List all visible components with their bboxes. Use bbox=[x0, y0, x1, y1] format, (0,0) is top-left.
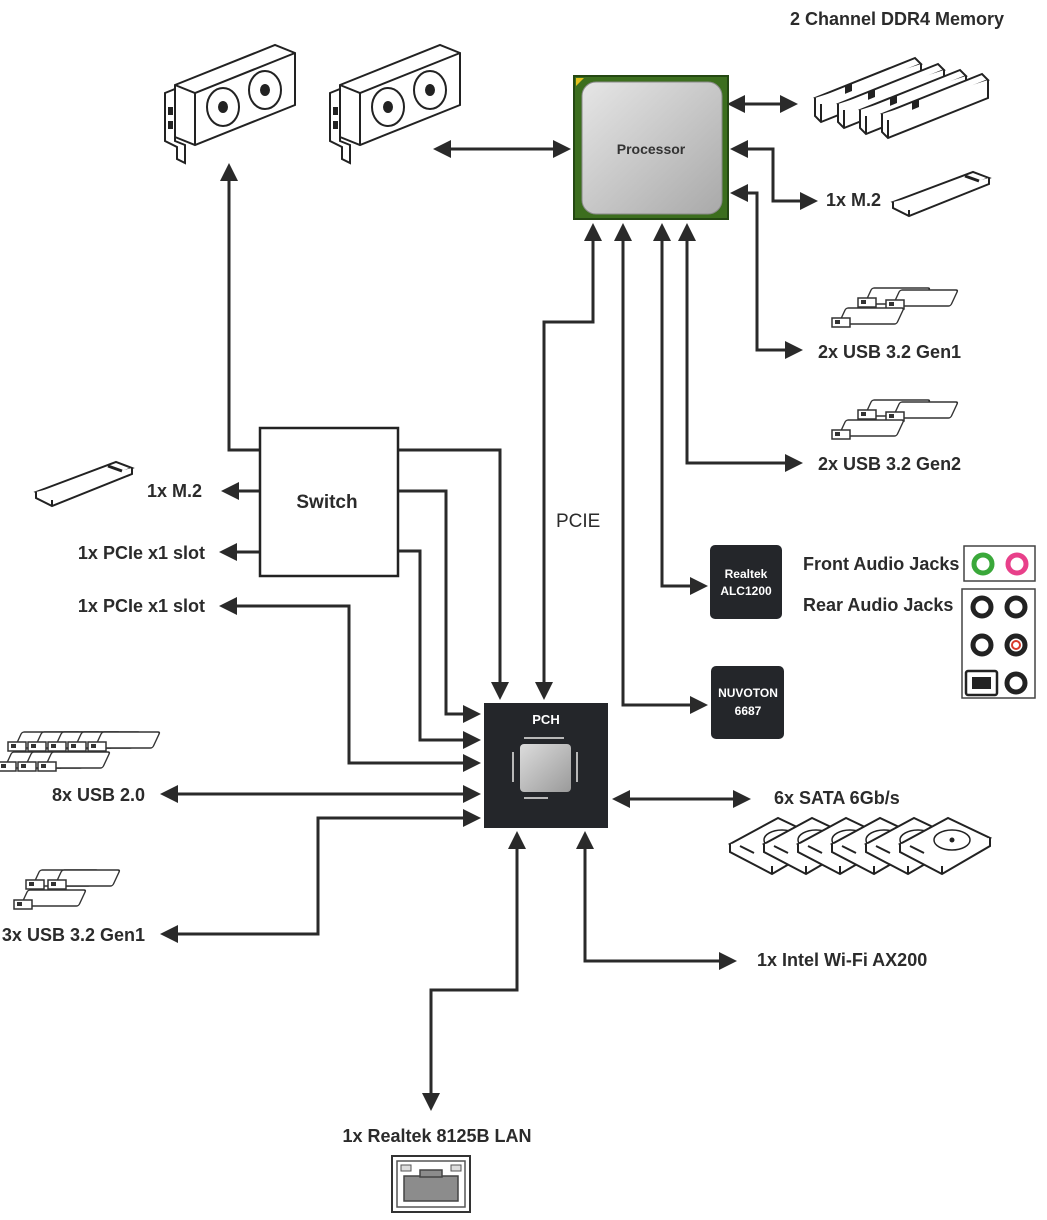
usb-gen1-3x-icon bbox=[13, 869, 121, 910]
lan-link bbox=[422, 831, 526, 1111]
realtek-audio-line1: Realtek bbox=[725, 567, 768, 581]
switch-chip: Switch bbox=[258, 426, 400, 578]
pcie-link bbox=[535, 223, 602, 700]
gpu-card-1-icon bbox=[164, 44, 296, 164]
pch-chip: PCH bbox=[484, 703, 608, 828]
nuvoton-chip: NUVOTON 6687 bbox=[711, 666, 784, 739]
usb-gen2-2x-label: 2x USB 3.2 Gen2 bbox=[818, 454, 961, 474]
realtek-audio-line2: ALC1200 bbox=[720, 584, 772, 598]
usb-gen2-2x-icon bbox=[831, 399, 959, 440]
usb-gen1-3x-label: 3x USB 3.2 Gen1 bbox=[2, 925, 145, 945]
m2-top-label: 1x M.2 bbox=[826, 190, 881, 210]
usb-gen2-2x-link bbox=[678, 223, 803, 472]
wifi-link bbox=[576, 831, 737, 970]
m2-switch-label: 1x M.2 bbox=[147, 481, 202, 501]
nuvoton-line2: 6687 bbox=[735, 704, 762, 718]
pcie-x1-slot-a-label: 1x PCIe x1 slot bbox=[78, 543, 205, 563]
usb-gen1-3x-link bbox=[160, 809, 481, 943]
nuvoton-link bbox=[614, 223, 708, 714]
gpu-card-2-icon bbox=[329, 44, 461, 164]
wifi-label: 1x Intel Wi-Fi AX200 bbox=[757, 950, 927, 970]
audio-link bbox=[653, 223, 708, 595]
switch-pch-link-2 bbox=[398, 489, 481, 723]
m2-switch-icon bbox=[34, 460, 134, 508]
m2-top-icon bbox=[891, 170, 991, 218]
ddr4-memory-icon bbox=[814, 57, 989, 139]
nuvoton-line1: NUVOTON bbox=[718, 686, 778, 700]
switch-pch-link-3 bbox=[398, 549, 481, 749]
usb-gen1-2x-icon bbox=[831, 287, 959, 328]
rear-audio-jacks-icon bbox=[961, 588, 1036, 699]
usb20-8x-icon bbox=[0, 731, 161, 772]
usb20-label: 8x USB 2.0 bbox=[52, 785, 145, 805]
lan-label: 1x Realtek 8125B LAN bbox=[342, 1126, 531, 1146]
pcie-label: PCIE bbox=[556, 511, 600, 532]
ddr4-memory-label: 2 Channel DDR4 Memory bbox=[790, 9, 1004, 29]
processor-label: Processor bbox=[617, 141, 686, 157]
usb-gen1-2x-label: 2x USB 3.2 Gen1 bbox=[818, 342, 961, 362]
front-audio-jacks-icon bbox=[963, 545, 1036, 582]
realtek-audio-chip: Realtek ALC1200 bbox=[710, 545, 782, 619]
switch-label: Switch bbox=[296, 492, 357, 513]
sata-drives-icon bbox=[729, 817, 991, 875]
usb-gen1-2x-link bbox=[730, 184, 803, 359]
lan-port-icon bbox=[391, 1155, 471, 1213]
switch-gpu-link bbox=[220, 163, 260, 452]
connection-lines bbox=[160, 95, 818, 1111]
front-audio-label: Front Audio Jacks bbox=[803, 554, 959, 574]
sata-label: 6x SATA 6Gb/s bbox=[774, 788, 900, 808]
rear-audio-label: Rear Audio Jacks bbox=[803, 595, 953, 615]
processor-chip: Processor bbox=[573, 75, 729, 220]
pch-label: PCH bbox=[532, 712, 559, 727]
pch-pcie-link bbox=[219, 597, 481, 772]
pcie-x1-slot-b-label: 1x PCIe x1 slot bbox=[78, 596, 205, 616]
switch-pch-link-1 bbox=[398, 448, 509, 700]
